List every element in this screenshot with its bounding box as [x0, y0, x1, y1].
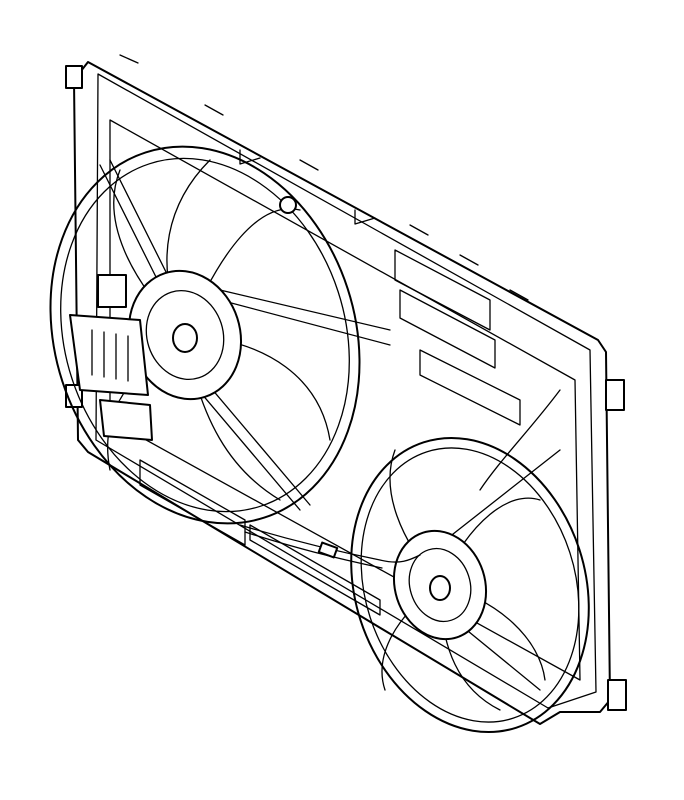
- resistor-module: [69, 274, 153, 441]
- large-fan: [49, 145, 391, 525]
- mounting-tab: [607, 679, 627, 711]
- large-fan-motor-hub: [127, 269, 243, 401]
- mounting-tab: [65, 65, 83, 89]
- wiring-harness: [239, 196, 561, 569]
- small-fan-motor-hub: [392, 529, 488, 641]
- shroud-frame: [73, 61, 611, 725]
- mounting-tab: [605, 379, 625, 411]
- mounting-tabs: [65, 54, 627, 711]
